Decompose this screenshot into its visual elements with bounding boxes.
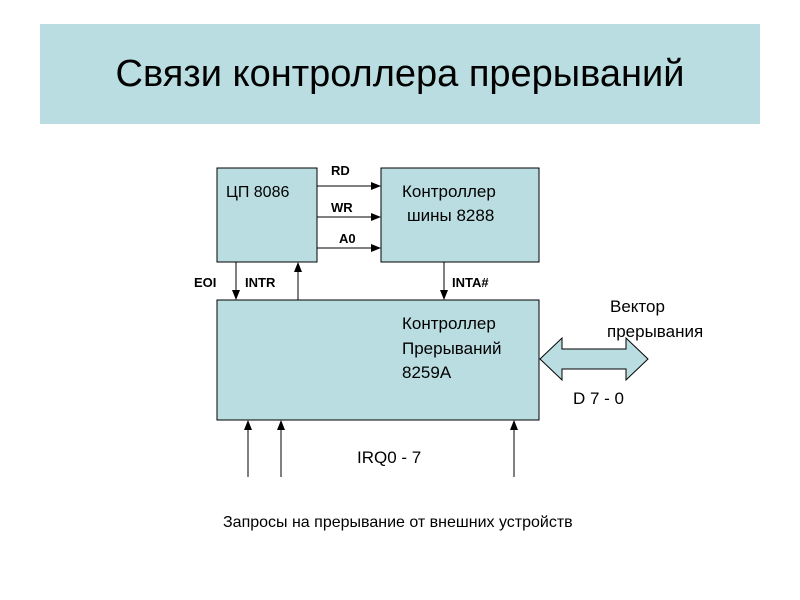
- a0-label: A0: [339, 231, 356, 246]
- page-title: Связи контроллера прерываний: [115, 53, 685, 95]
- a0-arrowhead: [371, 244, 381, 252]
- bus-controller-box: [380, 167, 540, 263]
- irq-arrowhead-2: [277, 420, 285, 430]
- eoi-arrowhead: [232, 290, 240, 300]
- wr-arrowhead: [371, 213, 381, 221]
- cpu-box: [216, 167, 318, 263]
- irq-label: IRQ0 - 7: [357, 448, 421, 467]
- bus-controller-line2: шины 8288: [407, 206, 494, 225]
- intr-arrowhead: [294, 262, 302, 272]
- data-bus-label: D 7 - 0: [573, 389, 624, 408]
- inta-arrowhead: [440, 290, 448, 300]
- rd-arrowhead: [371, 182, 381, 190]
- vector-line2: прерывания: [607, 322, 703, 341]
- data-bus-double-arrow: [539, 336, 649, 382]
- vector-line1: Вектор: [610, 297, 665, 316]
- intr-label: INTR: [245, 275, 276, 290]
- interrupt-controller-line1: Контроллер: [402, 314, 496, 333]
- eoi-label: EOI: [194, 275, 216, 290]
- title-band: Связи контроллера прерываний: [40, 24, 760, 124]
- rd-label: RD: [331, 163, 350, 178]
- interrupt-controller-box: [216, 299, 540, 421]
- inta-label: INTA#: [452, 275, 489, 290]
- cpu-label: ЦП 8086: [226, 184, 289, 201]
- irq-arrowhead-3: [510, 420, 518, 430]
- irq-arrowhead-1: [244, 420, 252, 430]
- caption: Запросы на прерывание от внешних устройс…: [223, 514, 573, 531]
- wr-label: WR: [331, 200, 353, 215]
- interrupt-controller-line2: Прерываний: [402, 339, 501, 358]
- bus-controller-line1: Контроллер: [402, 182, 496, 201]
- interrupt-controller-line3: 8259А: [402, 363, 452, 382]
